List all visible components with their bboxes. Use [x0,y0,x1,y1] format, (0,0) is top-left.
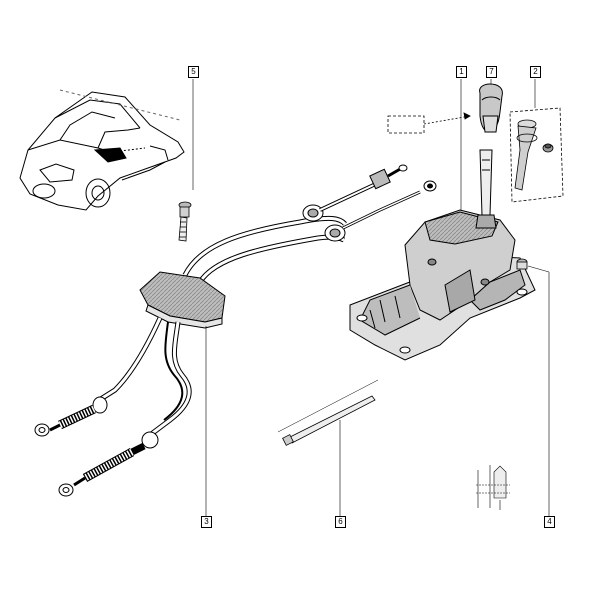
bolt-part [178,79,194,242]
cable-tie-part [277,379,379,516]
reference-box [387,112,471,134]
callout-3: 3 [201,516,212,528]
gear-knob-part [479,79,503,133]
callout-5: 5 [188,66,199,78]
dimension-sketch [476,465,510,510]
callout-6: 6 [335,516,346,528]
gear-cable-assembly [34,164,437,516]
callout-4: 4 [544,516,555,528]
nut-part [516,258,550,516]
callout-2: 2 [530,66,541,78]
gear-shift-housing [349,79,536,361]
callout-7: 7 [486,66,497,78]
vehicle-location-illustration [19,89,185,211]
callout-1: 1 [456,66,467,78]
boot-and-clip-part [509,79,564,203]
